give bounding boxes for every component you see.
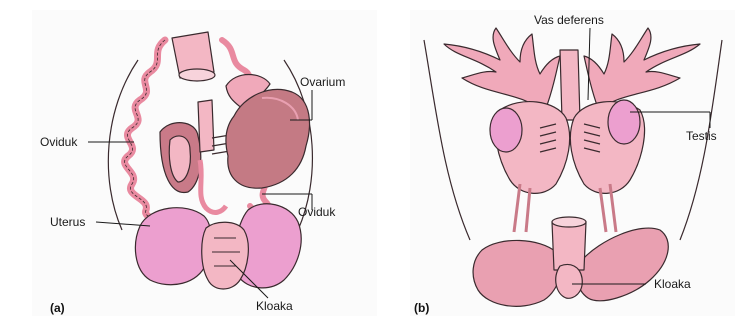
label-ovarium: Ovarium <box>300 75 345 89</box>
label-vas-deferens: Vas deferens <box>534 13 604 27</box>
testis-left <box>490 108 522 152</box>
cloaca-b <box>556 265 583 299</box>
label-oviduk-right: Oviduk <box>298 205 336 219</box>
aorta-b <box>560 50 580 120</box>
bladder-left <box>473 240 561 306</box>
label-oviduk-left: Oviduk <box>40 135 78 149</box>
panel-b-tag: (b) <box>414 301 429 315</box>
rectum-opening <box>552 217 586 227</box>
rectum-tube <box>552 222 586 270</box>
kidney-left-inner <box>169 136 190 182</box>
uterus-left <box>135 208 211 285</box>
testis-right <box>608 100 640 144</box>
aorta <box>198 100 214 152</box>
intestine-opening <box>179 69 215 81</box>
label-testis: Testis <box>686 129 717 143</box>
label-uterus: Uterus <box>50 215 85 229</box>
panel-a-tag: (a) <box>50 301 65 315</box>
label-kloaka-b: Kloaka <box>654 277 691 291</box>
label-kloaka-a: Kloaka <box>256 299 293 313</box>
